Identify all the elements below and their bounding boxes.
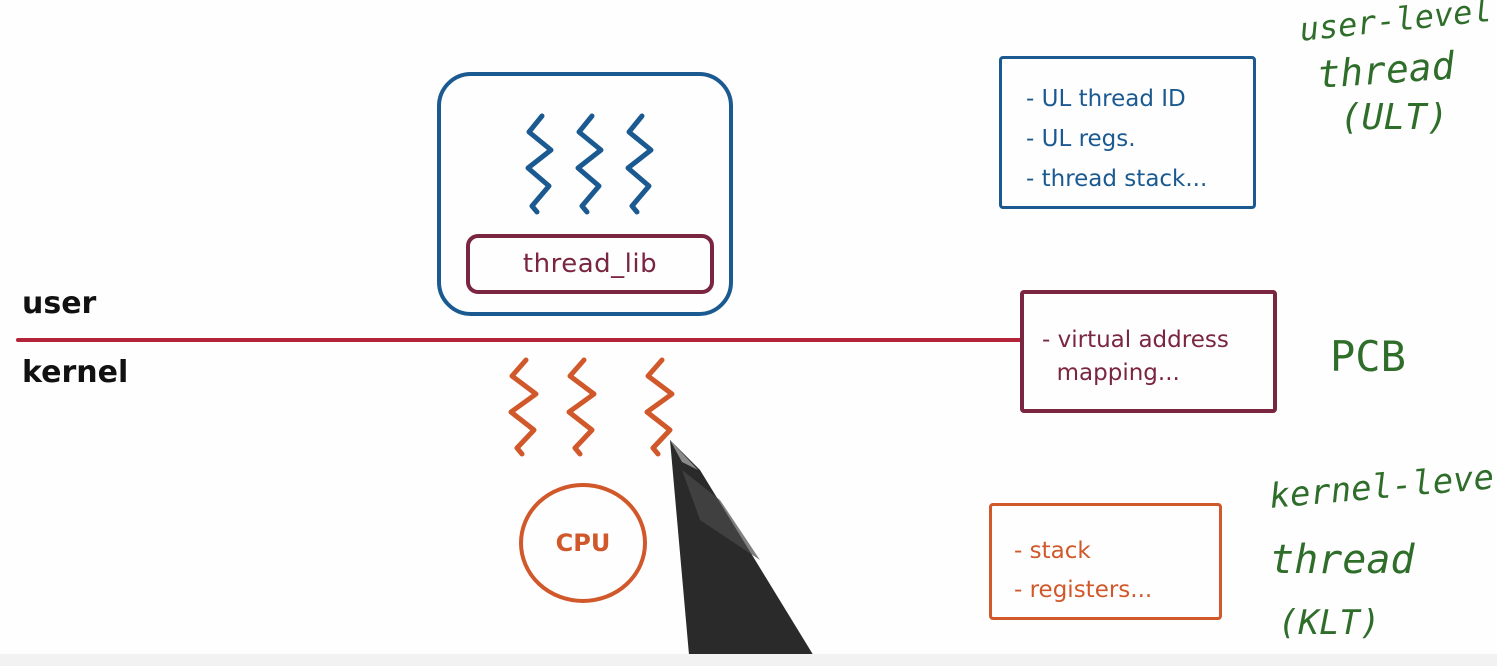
- stylus-pen-icon: [670, 440, 820, 666]
- ult-field: - UL regs.: [1026, 126, 1136, 152]
- klt-field-list: - stack - registers...: [1014, 532, 1219, 610]
- user-level-threads: [525, 113, 654, 215]
- user-thread-2-icon: [575, 113, 604, 215]
- cpu-label: CPU: [555, 529, 611, 557]
- klt-annotation-line-2: thread: [1270, 537, 1415, 583]
- ult-annotation-line-2: thread: [1315, 43, 1456, 97]
- klt-field: - stack: [1014, 538, 1091, 564]
- pcb-field: mapping...: [1042, 360, 1180, 386]
- ult-annotation-line-3: (ULT): [1340, 97, 1449, 138]
- cpu-circle: [519, 483, 647, 603]
- ult-data-box: - UL thread ID - UL regs. - thread stack…: [999, 56, 1256, 209]
- pcb-field-list: - virtual address mapping...: [1042, 324, 1273, 390]
- user-thread-3-icon: [625, 113, 654, 215]
- ult-field: - thread stack...: [1026, 166, 1208, 192]
- thread-lib-label: thread_lib: [522, 249, 658, 279]
- ult-field: - UL thread ID: [1026, 86, 1186, 112]
- ult-field-list: - UL thread ID - UL regs. - thread stack…: [1026, 79, 1253, 199]
- user-layer-label: user: [22, 286, 97, 321]
- pcb-field: - virtual address: [1042, 327, 1229, 353]
- kernel-thread-1-icon: [508, 357, 539, 457]
- thread-lib-box: thread_lib: [466, 234, 714, 294]
- pcb-annotation: PCB: [1330, 332, 1406, 381]
- user-thread-1-icon: [525, 113, 554, 215]
- kernel-level-threads: [508, 357, 675, 457]
- process-box: [437, 72, 733, 316]
- klt-field: - registers...: [1014, 577, 1153, 603]
- kernel-layer-label: kernel: [22, 355, 129, 390]
- kernel-thread-2-icon: [566, 357, 597, 457]
- kernel-thread-3-icon: [644, 357, 675, 457]
- klt-annotation-line-3: (KLT): [1278, 603, 1381, 643]
- bottom-fade: [0, 654, 1497, 666]
- pcb-data-box: - virtual address mapping...: [1020, 290, 1277, 413]
- klt-data-box: - stack - registers...: [989, 503, 1222, 620]
